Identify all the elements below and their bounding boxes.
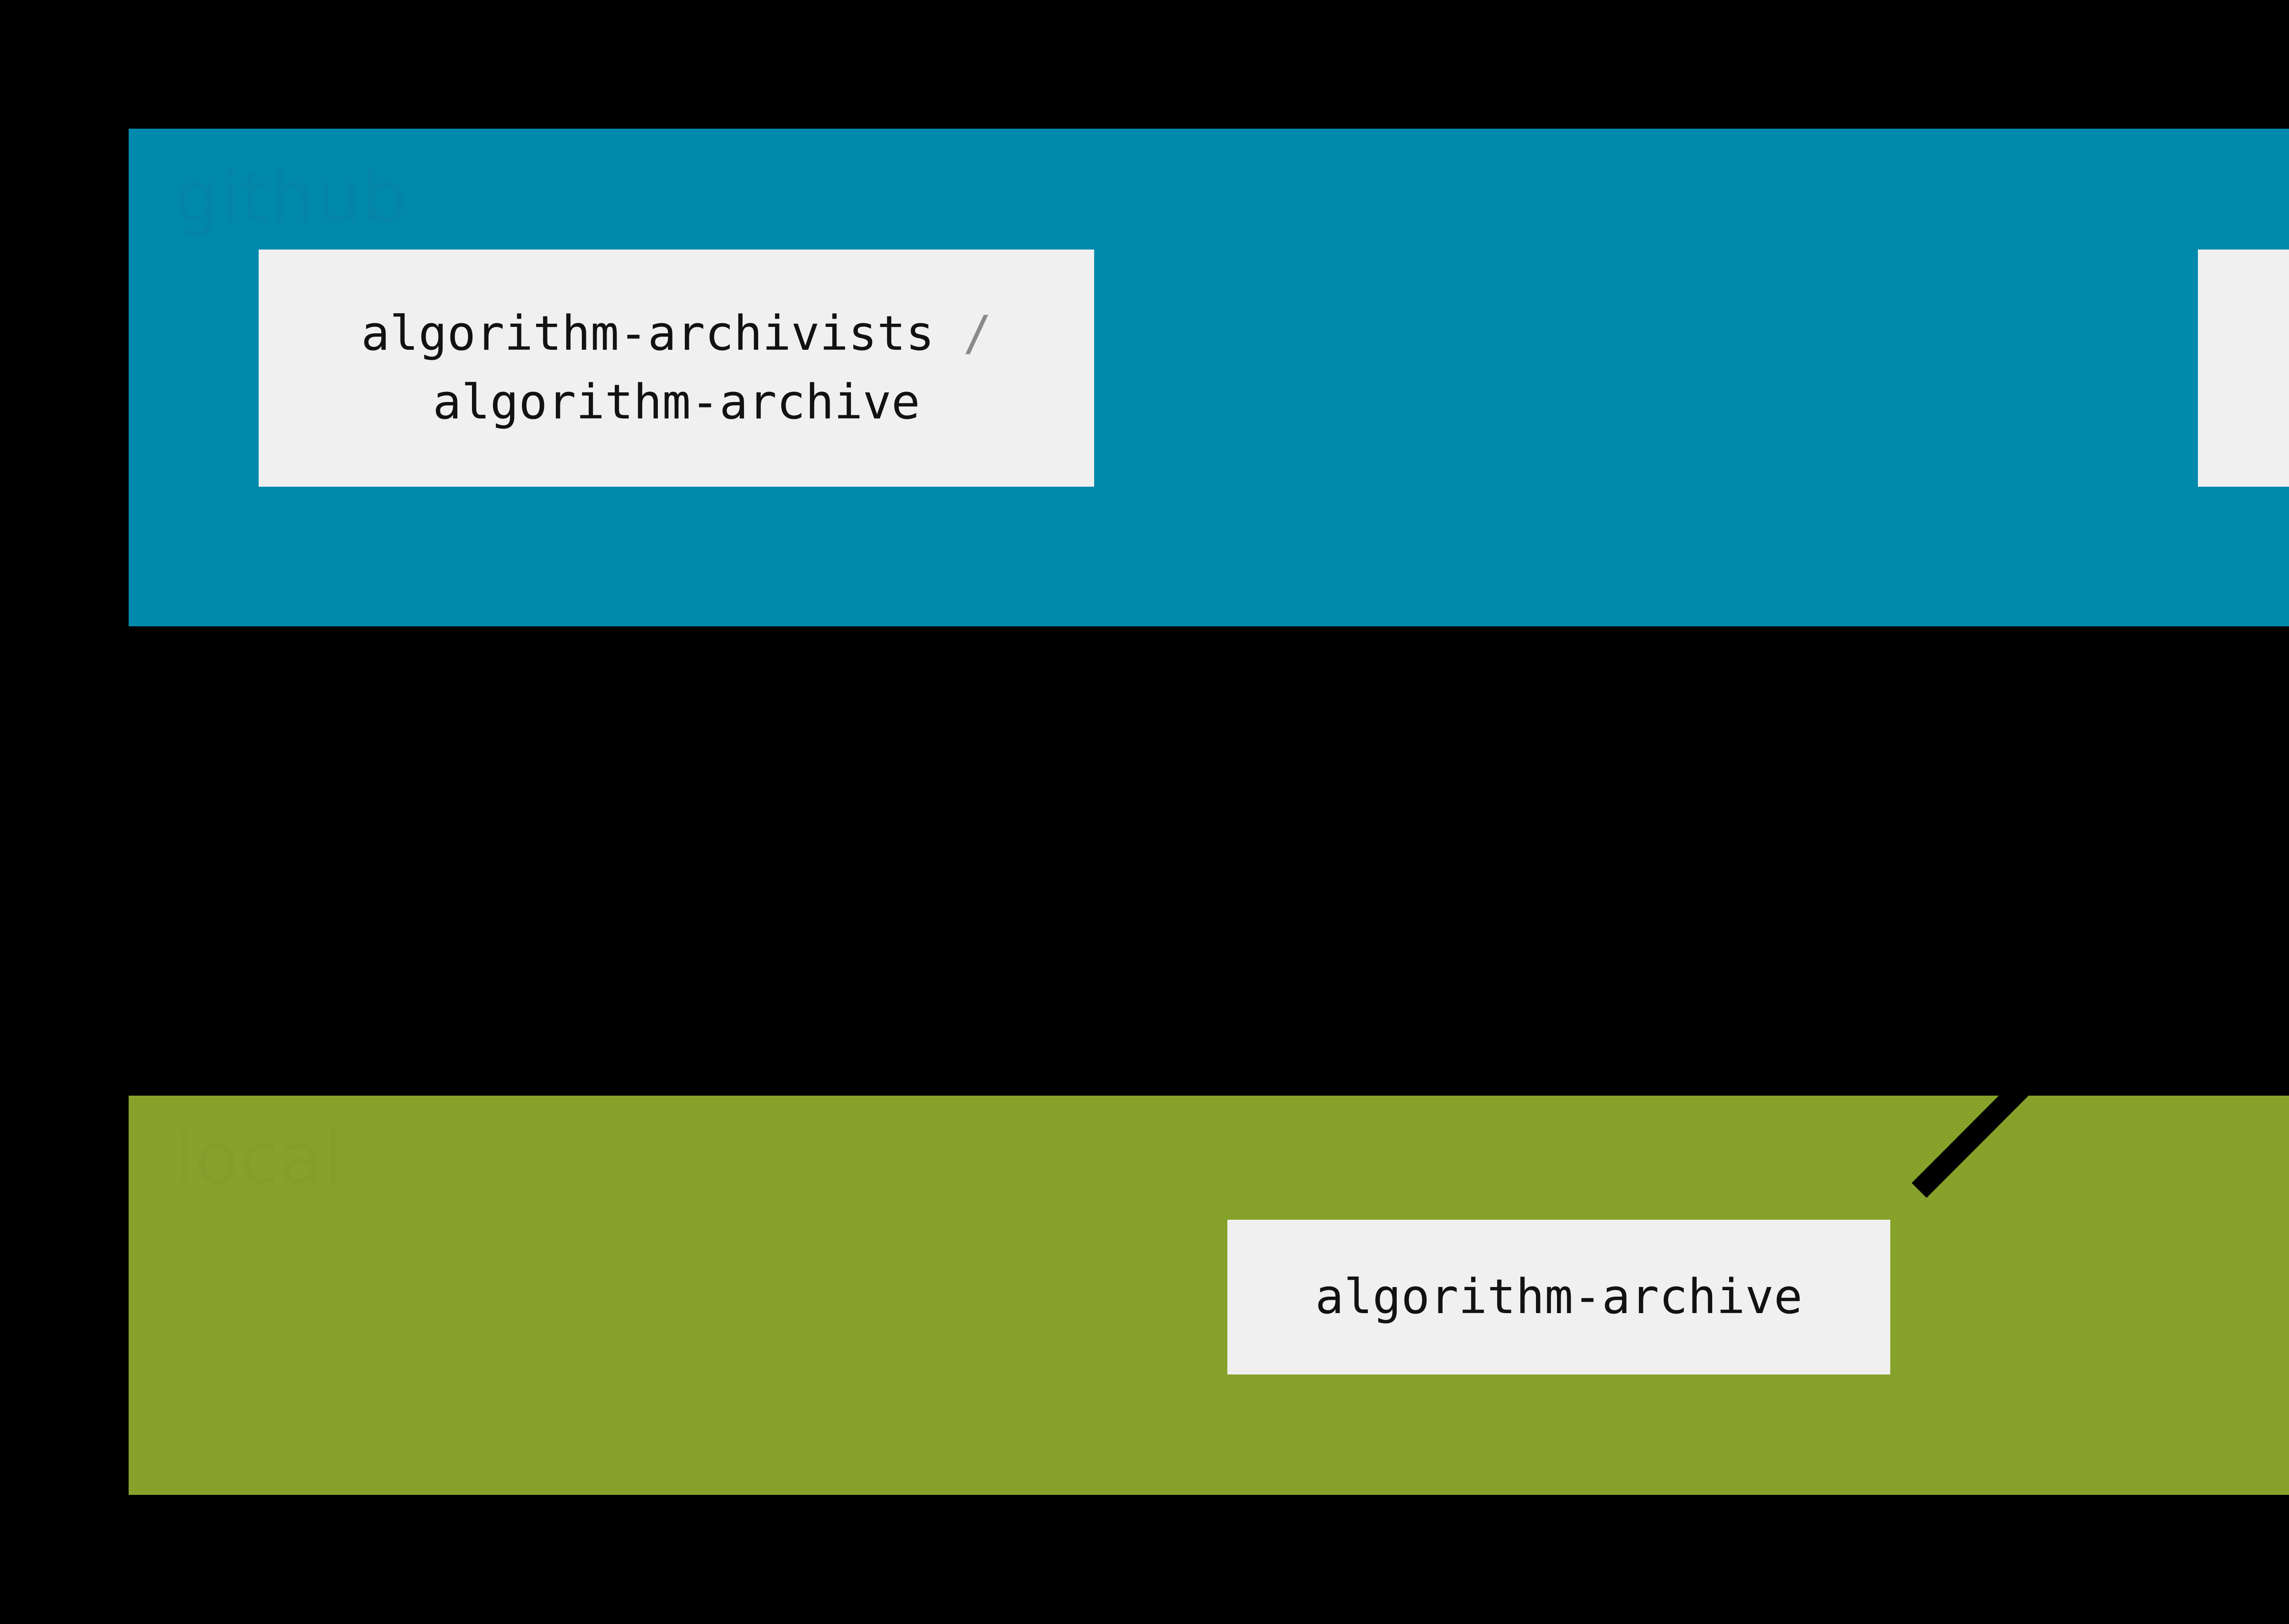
repo-card-upstream[interactable]: algorithm-archivists / algorithm-archive <box>259 250 1094 487</box>
origin-repo: algorithm-archive <box>2286 374 2289 430</box>
upstream-repo: algorithm-archive <box>433 374 920 430</box>
upstream-repo-line: algorithm-archive <box>433 368 920 437</box>
upstream-owner-line: algorithm-archivists / <box>361 299 992 368</box>
local-repo: algorithm-archive <box>1315 1269 1803 1325</box>
upstream-separator: / <box>963 305 992 362</box>
repo-card-origin[interactable]: your-name / algorithm-archive <box>2198 250 2289 487</box>
zone-github-label: github <box>174 156 408 239</box>
local-repo-line: algorithm-archive <box>1315 1263 1802 1331</box>
upstream-owner: algorithm-archivists <box>361 305 934 362</box>
zone-local: local <box>129 1096 2289 1495</box>
origin-repo-line: algorithm-archive <box>2286 368 2289 437</box>
zone-local-label: local <box>174 1117 345 1200</box>
repo-card-local[interactable]: algorithm-archive <box>1227 1220 1890 1374</box>
